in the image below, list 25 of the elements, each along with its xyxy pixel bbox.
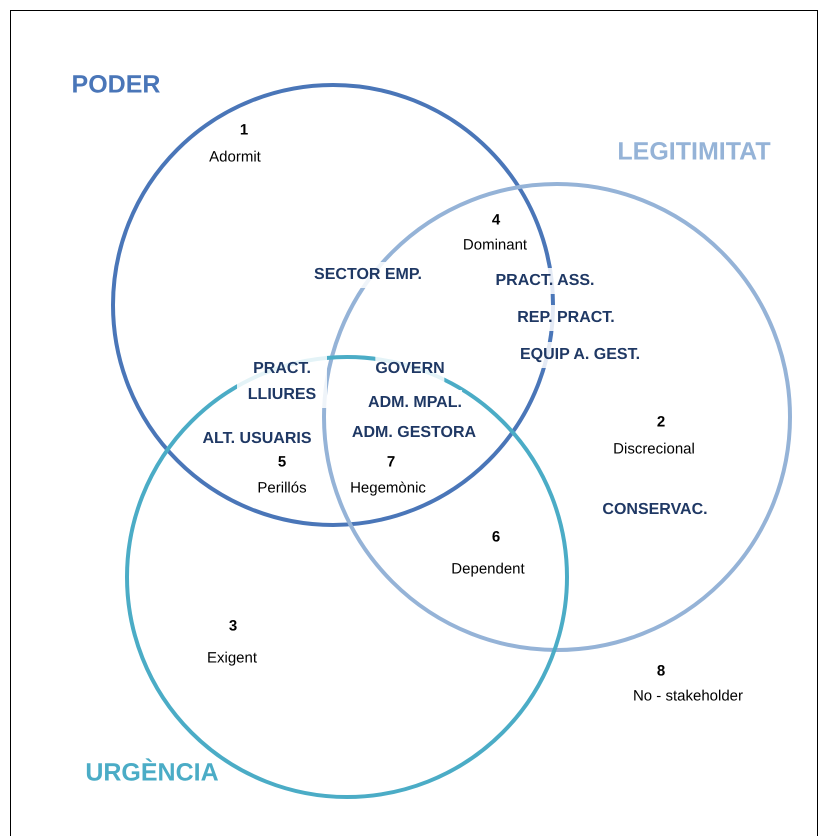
region-number: 4 [492,212,500,228]
region-label: No - stakeholder [632,688,744,704]
stakeholder-label: PRACT. ASS. [496,268,594,294]
region-label: Exigent [206,650,258,666]
region-number: 1 [240,122,248,138]
stakeholder-label: EQUIP A. GEST. [520,342,640,368]
region-label: Hegemònic [350,480,426,496]
region-number: 8 [656,662,666,680]
set-title: PODER [72,70,160,100]
region-label: Discrecional [613,440,695,458]
region-label: Dependent [451,560,525,578]
region-number: 5 [278,454,286,470]
stakeholder-label: GOVERN [375,356,445,382]
set-title: LEGITIMITAT [617,138,771,166]
stakeholder-label: REP. PRACT. [517,305,615,331]
set-title: URGÈNCIA [85,758,219,788]
region-number: 2 [656,414,666,430]
region-label: Perillós [257,480,307,496]
region-label: Dominant [462,236,528,254]
region-number: 3 [228,618,238,634]
region-label: Adormit [209,148,261,166]
stakeholder-label: PRACT. LLIURES [237,356,327,408]
stakeholder-label: SECTOR EMP. [314,262,422,288]
region-number: 7 [386,454,396,470]
region-number: 6 [492,528,500,546]
